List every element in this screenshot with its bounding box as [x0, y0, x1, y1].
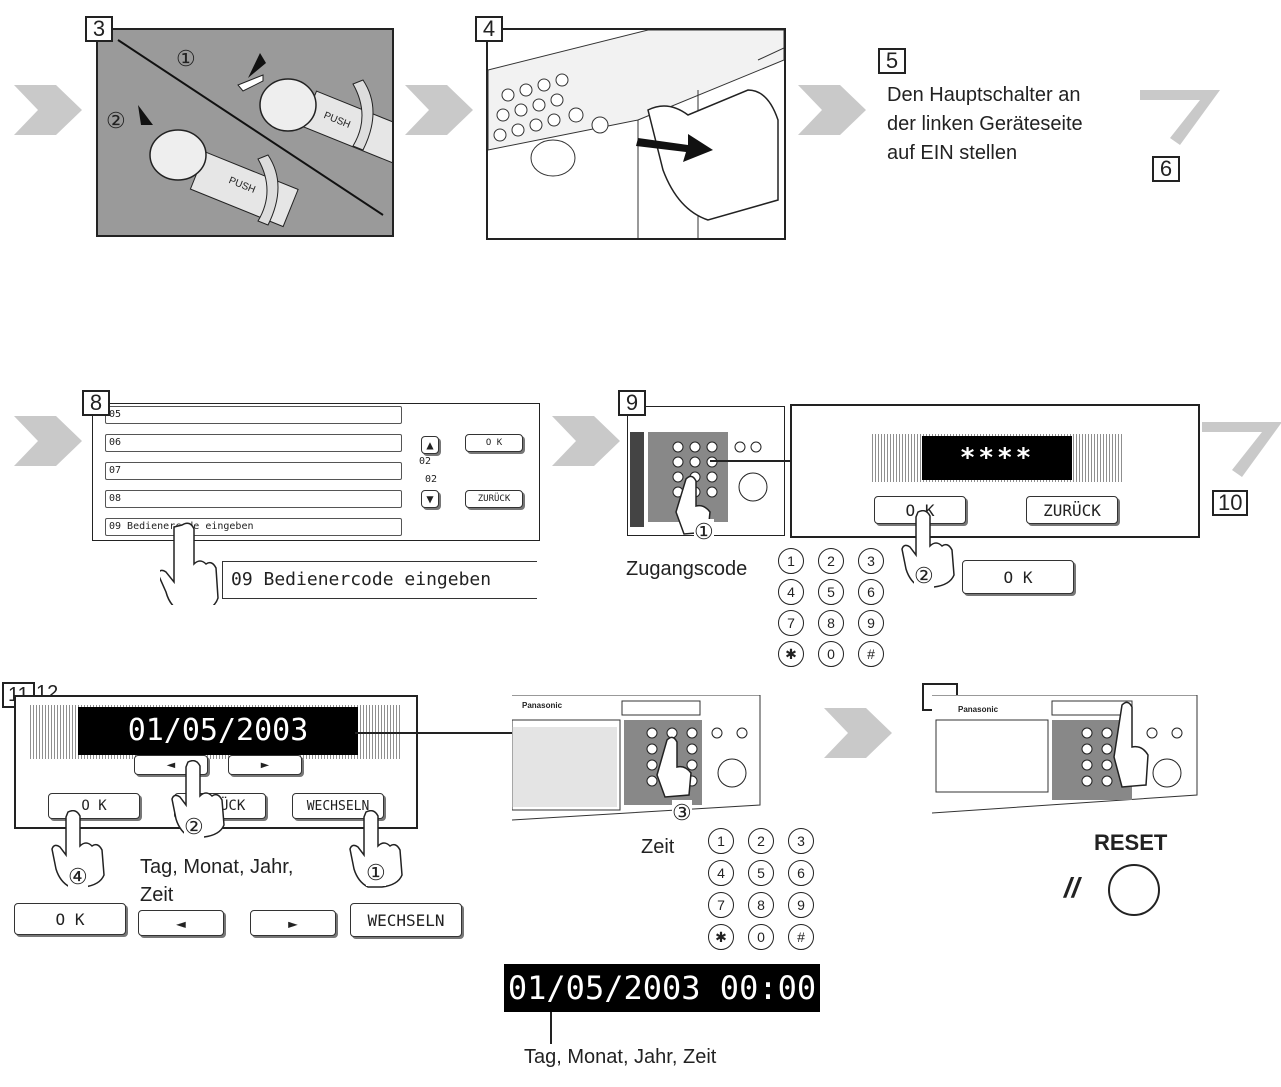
key-star[interactable]: ✱ — [778, 641, 804, 667]
step8-ok-button[interactable]: O K — [465, 434, 523, 452]
step3-battery-illustration: ① ② PUSH PUSH — [96, 28, 394, 237]
key-star[interactable]: ✱ — [708, 924, 734, 950]
keypad-1: 1 2 3 4 5 6 7 8 9 ✱ 0 # — [778, 548, 888, 668]
page-total: 02 — [425, 474, 438, 485]
key-2[interactable]: 2 — [748, 828, 774, 854]
legend-left-button[interactable]: ◄ — [138, 910, 224, 936]
step5-instruction-line-2: der linken Geräteseite — [887, 113, 1083, 135]
zoomed-list-item-label: 09 Bedienercode eingeben — [231, 569, 492, 590]
pointing-hand-icon — [157, 520, 220, 613]
step13-brand-logo: Panasonic — [958, 705, 999, 714]
key-9[interactable]: 9 — [788, 892, 814, 918]
step11-circle-2: ② — [184, 814, 204, 840]
key-3[interactable]: 3 — [858, 548, 884, 574]
step-number-3: 3 — [85, 16, 113, 42]
step12-circle-3: ③ — [672, 800, 692, 826]
step13-control-panel-illustration: Panasonic — [932, 695, 1200, 825]
step11-circle-1: ① — [366, 860, 386, 886]
key-1[interactable]: 1 — [778, 548, 804, 574]
step11-label-line-1: Tag, Monat, Jahr, — [140, 856, 294, 878]
step3-circle-2: ② — [106, 108, 126, 133]
step5-instruction-line-1: Den Hauptschalter an — [887, 84, 1081, 106]
continue-arrow-icon — [1140, 90, 1220, 155]
legend-right-button[interactable]: ► — [250, 910, 336, 936]
legend-ok-button[interactable]: O K — [14, 903, 126, 935]
list-row-08[interactable]: 08 — [105, 490, 402, 508]
key-5[interactable]: 5 — [818, 579, 844, 605]
date-time-result-display: 01/05/2003 00:00 — [504, 964, 820, 1012]
step-number-10: 10 — [1212, 490, 1249, 516]
reset-symbol: // — [1064, 872, 1080, 903]
key-8[interactable]: 8 — [818, 610, 844, 636]
key-hash[interactable]: # — [858, 641, 884, 667]
scroll-up-button[interactable]: ▲ — [421, 436, 439, 454]
step11-ok-button[interactable]: O K — [48, 793, 140, 819]
step12-control-panel-illustration: Panasonic ③ — [512, 695, 762, 826]
cursor-right-button[interactable]: ► — [228, 755, 302, 775]
step9-control-panel-illustration: ① — [627, 406, 785, 545]
key-9[interactable]: 9 — [858, 610, 884, 636]
page-current: 02 — [419, 456, 432, 467]
keypad-2: 1 2 3 4 5 6 7 8 9 ✱ 0 # — [708, 828, 818, 950]
access-code-label: Zugangscode — [626, 558, 748, 580]
key-1[interactable]: 1 — [708, 828, 734, 854]
date-time-caption: Tag, Monat, Jahr, Zeit — [524, 1046, 717, 1068]
pointing-hand-icon — [50, 809, 105, 895]
step5-instruction-line-3: auf EIN stellen — [887, 142, 1018, 164]
caption-leader-line — [550, 1012, 552, 1044]
continue-arrow-icon — [1202, 422, 1281, 487]
zoomed-list-item: 09 Bedienercode eingeben — [222, 561, 537, 599]
list-row-06[interactable]: 06 — [105, 434, 402, 452]
key-6[interactable]: 6 — [858, 579, 884, 605]
step11-label-line-2: Zeit — [140, 884, 174, 906]
step8-back-button[interactable]: ZURÜCK — [465, 490, 523, 508]
key-7[interactable]: 7 — [708, 892, 734, 918]
pointing-hand-icon — [348, 809, 403, 895]
key-7[interactable]: 7 — [778, 610, 804, 636]
reset-button-icon[interactable] — [1108, 864, 1160, 916]
list-row-05[interactable]: 05 — [105, 406, 402, 424]
step9-circle-2: ② — [914, 563, 934, 589]
access-code-display: **** — [922, 436, 1072, 480]
time-label: Zeit — [641, 836, 675, 858]
key-5[interactable]: 5 — [748, 860, 774, 886]
key-3[interactable]: 3 — [788, 828, 814, 854]
key-0[interactable]: 0 — [748, 924, 774, 950]
key-2[interactable]: 2 — [818, 548, 844, 574]
step9-circle-1: ① — [694, 519, 714, 545]
list-row-09[interactable]: 09 Bedienercode eingeben — [105, 518, 402, 536]
date-time-display: 01/05/2003 00:00 — [78, 707, 358, 796]
step12-brand-logo: Panasonic — [522, 701, 563, 710]
reset-label: RESET — [1094, 830, 1168, 855]
step9-back-button[interactable]: ZURÜCK — [1026, 496, 1118, 524]
key-4[interactable]: 4 — [778, 579, 804, 605]
list-row-07[interactable]: 07 — [105, 462, 402, 480]
step3-circle-1: ① — [176, 46, 196, 71]
legend-change-button[interactable]: WECHSELN — [350, 903, 462, 937]
key-0[interactable]: 0 — [818, 641, 844, 667]
step11-date-time-screen: 01/05/2003 00:00 ◄ ► O K ZURÜCK WECHSELN — [14, 695, 418, 829]
step8-operator-list-screen: 05 06 07 08 09 Bedienercode eingeben ▲ 0… — [92, 403, 540, 541]
step-number-6: 6 — [1152, 156, 1180, 182]
scroll-down-button[interactable]: ▼ — [421, 490, 439, 508]
step-number-4: 4 — [475, 16, 503, 42]
key-hash[interactable]: # — [788, 924, 814, 950]
key-8[interactable]: 8 — [748, 892, 774, 918]
step-number-8: 8 — [82, 390, 110, 416]
key-4[interactable]: 4 — [708, 860, 734, 886]
step9-ok-button-large[interactable]: O K — [962, 560, 1074, 594]
key-6[interactable]: 6 — [788, 860, 814, 886]
step-number-9: 9 — [618, 390, 646, 416]
step11-circle-4: ④ — [68, 864, 88, 890]
step-number-5: 5 — [878, 48, 906, 74]
step9-access-code-screen: **** O K ZURÜCK — [790, 404, 1200, 538]
step4-main-switch-illustration — [486, 28, 786, 240]
